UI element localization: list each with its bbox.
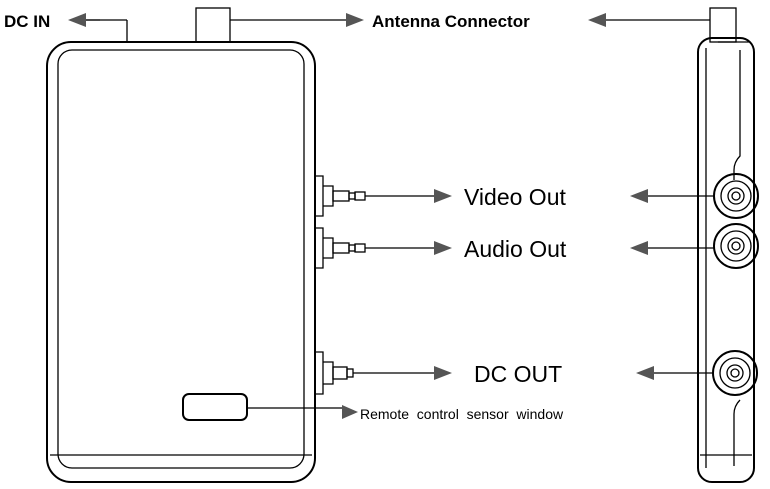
arrow-video-front [365, 189, 452, 203]
dc-out-plug [332, 366, 354, 380]
label-video-out: Video Out [464, 184, 566, 210]
video-out-plug [332, 190, 366, 202]
label-remote-sensor: Remote control sensor window [360, 406, 564, 422]
side-jack-housing-audio [315, 227, 334, 269]
dc-in-plug [85, 19, 128, 42]
side-jack-housing-dcout [315, 351, 334, 395]
antenna-connector [195, 7, 231, 43]
arrow-audio-front [365, 241, 452, 255]
label-dc-out: DC OUT [474, 361, 562, 387]
side-dcout-connector [712, 350, 758, 396]
front-housing-inner [57, 49, 305, 469]
label-antenna-connector: Antenna Connector [372, 12, 530, 31]
arrow-dcout-side [636, 366, 713, 380]
side-audio-connector [713, 223, 759, 269]
label-dc-in: DC IN [4, 12, 50, 31]
arrow-audio-side [630, 241, 714, 255]
front-view-device [46, 7, 366, 483]
arrow-remote-sensor [247, 405, 358, 419]
arrow-video-side [630, 189, 714, 203]
front-housing-outer [46, 41, 316, 483]
side-housing-inner [705, 48, 741, 468]
audio-out-plug [332, 242, 366, 254]
arrow-dc-in [68, 13, 100, 27]
label-audio-out: Audio Out [464, 236, 567, 262]
side-video-connector [713, 173, 759, 219]
side-antenna-stub [709, 7, 737, 43]
side-view-device [697, 7, 759, 483]
remote-sensor-window [182, 393, 248, 421]
arrow-dcout-front [353, 366, 452, 380]
arrow-antenna-front [230, 13, 364, 27]
side-jack-housing-video [315, 175, 334, 217]
arrow-antenna-side [588, 13, 710, 27]
